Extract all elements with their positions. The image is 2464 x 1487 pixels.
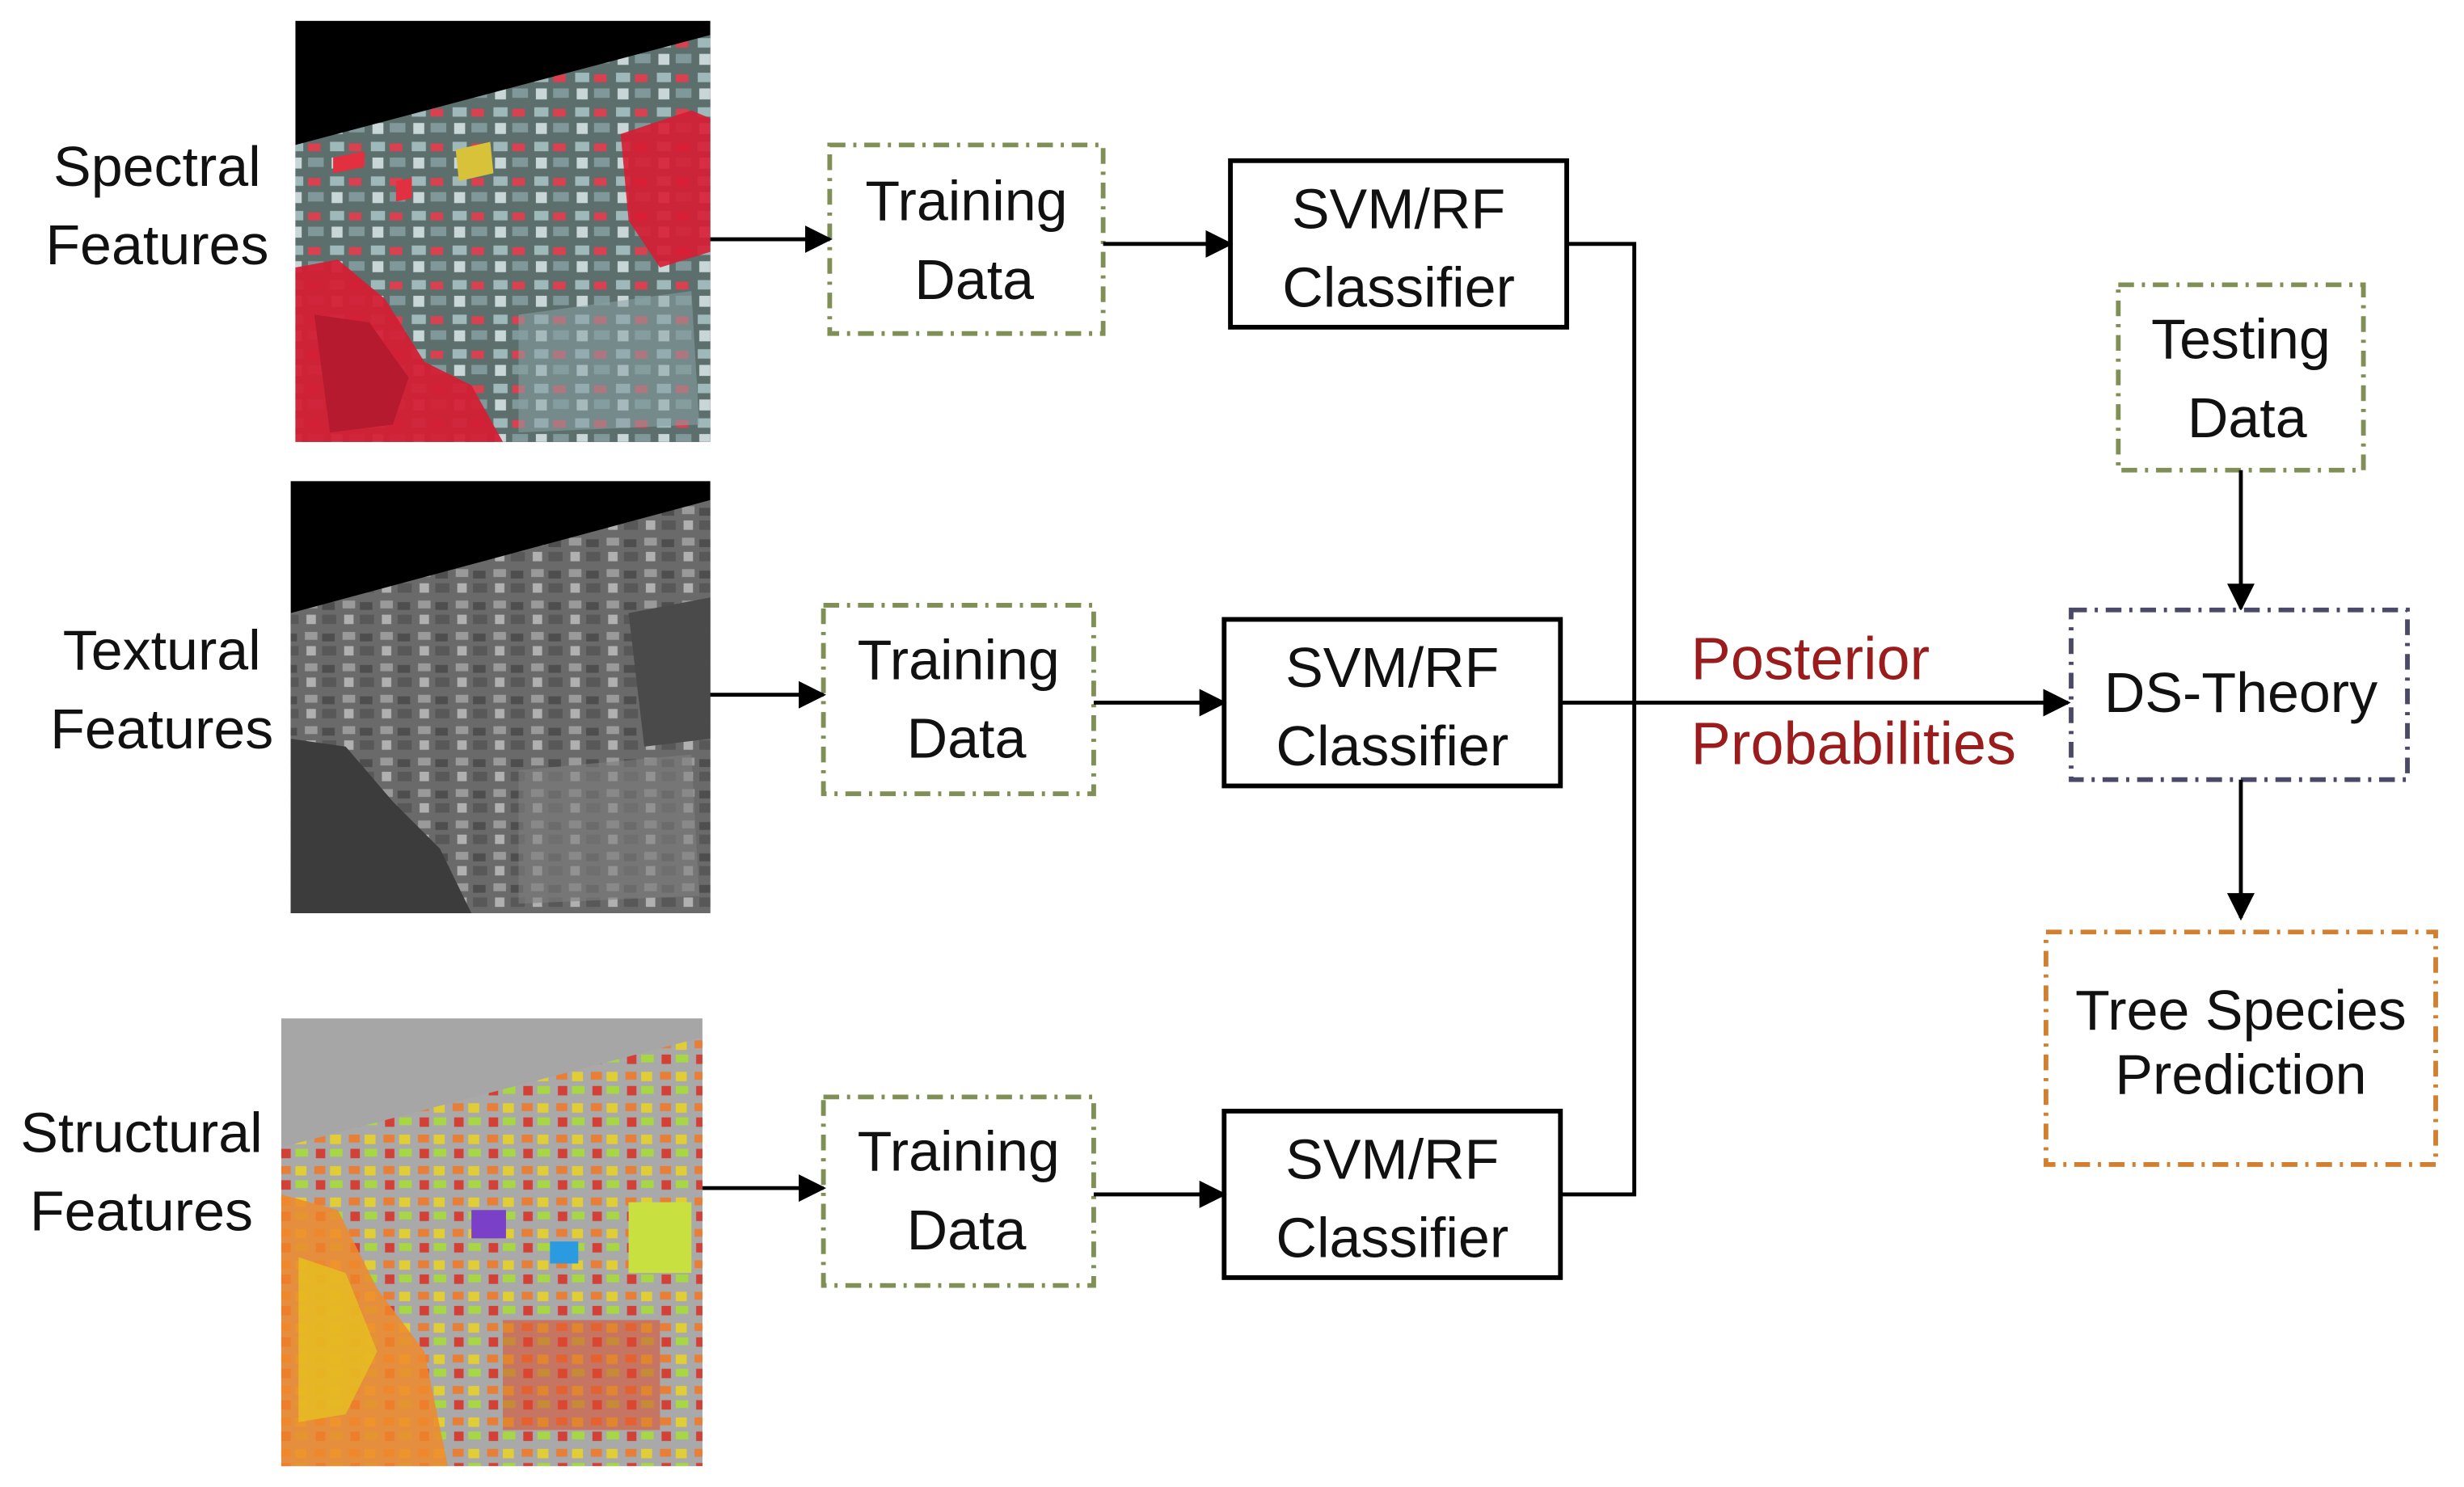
classifier-2-line1: SVM/RF <box>1285 636 1499 699</box>
textural-features-label-line2: Features <box>50 697 273 760</box>
spectral-features-label-line2: Features <box>45 213 268 276</box>
classifier-box-3: SVM/RF Classifier <box>1221 1108 1563 1280</box>
merge-connector <box>1560 242 2071 1197</box>
prediction-box: Tree Species Prediction <box>2044 929 2438 1167</box>
training-data-1-line2: Data <box>914 248 1034 311</box>
training-data-3-line1: Training <box>858 1120 1060 1183</box>
spectral-image <box>295 20 711 442</box>
classifier-1-line2: Classifier <box>1282 256 1515 319</box>
structural-features-label-line2: Features <box>30 1180 253 1243</box>
classifier-3-line1: SVM/RF <box>1285 1127 1499 1190</box>
training-data-3-line2: Data <box>907 1198 1027 1262</box>
structural-features-label-line1: Structural <box>20 1101 262 1164</box>
training-data-box-2: Training Data <box>821 603 1096 797</box>
training-data-2-line1: Training <box>858 628 1060 691</box>
training-data-box-3: Training Data <box>821 1094 1096 1288</box>
training-data-box-1: Training Data <box>827 142 1106 336</box>
classifier-1-line1: SVM/RF <box>1292 177 1505 240</box>
testing-data-box: Testing Data <box>2116 282 2366 473</box>
classifier-3-line2: Classifier <box>1276 1207 1508 1270</box>
classifier-box-2: SVM/RF Classifier <box>1221 617 1563 789</box>
structural-image <box>281 1018 702 1467</box>
textural-image <box>290 481 711 913</box>
classifier-box-1: SVM/RF Classifier <box>1228 158 1569 330</box>
training-data-1-line1: Training <box>865 170 1067 233</box>
left-arrows <box>702 225 1234 1208</box>
prediction-line2: Prediction <box>2115 1043 2366 1106</box>
ds-theory-label: DS-Theory <box>2104 661 2378 724</box>
textural-features-label-line1: Textural <box>63 619 261 682</box>
prediction-line1: Tree Species <box>2075 979 2407 1042</box>
ds-theory-box: DS-Theory <box>2069 607 2410 782</box>
training-data-2-line2: Data <box>907 706 1027 769</box>
classifier-2-line2: Classifier <box>1276 714 1508 777</box>
posterior-label-line1: Posterior <box>1691 625 1930 692</box>
posterior-label-line2: Probabilities <box>1691 710 2016 777</box>
spectral-features-label-line1: Spectral <box>53 135 261 198</box>
testing-data-line2: Data <box>2188 386 2307 449</box>
testing-data-line1: Testing <box>2151 308 2331 371</box>
